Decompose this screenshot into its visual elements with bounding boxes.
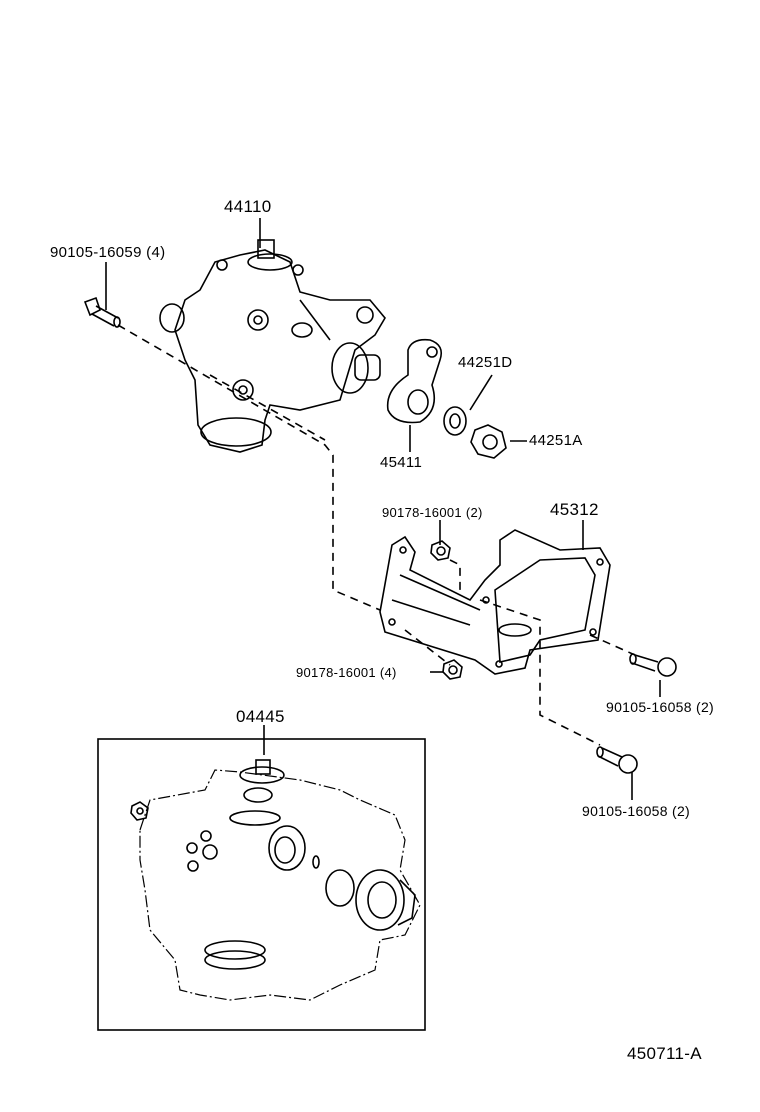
label-bracket-bolt-upper: 90105-16058 (2): [606, 699, 715, 715]
bracket-nut-lower: [442, 659, 463, 680]
steering-gear-assembly: [159, 239, 386, 453]
label-bracket: 45312: [550, 500, 599, 519]
leader-lines: [105, 218, 661, 800]
label-nut: 44251A: [529, 432, 583, 449]
label-gear-assembly: 44110: [224, 197, 272, 216]
label-bracket-nut-upper: 90178-16001 (2): [382, 505, 483, 520]
label-gear-bolt: 90105-16059 (4): [50, 244, 166, 261]
label-washer: 44251D: [458, 354, 513, 371]
label-bracket-bolt-lower: 90105-16058 (2): [582, 803, 691, 819]
figure-id: 450711-A: [627, 1044, 702, 1063]
gasket-kit-contents: [130, 759, 421, 1001]
label-pitman-arm: 45411: [380, 454, 423, 471]
bracket-nut-upper: [430, 540, 451, 561]
label-gasket-kit: 04445: [236, 707, 285, 726]
bracket-bolt-upper: [629, 653, 677, 677]
washer: [443, 406, 467, 436]
steering-bracket: [379, 529, 611, 675]
label-bracket-nut-lower: 90178-16001 (4): [296, 665, 397, 680]
bracket-bolt-lower: [596, 746, 638, 774]
pitman-arm: [386, 338, 443, 424]
nut: [470, 424, 507, 459]
gear-bolt: [83, 296, 121, 328]
assembly-dashed-lines: [117, 324, 636, 746]
gasket-kit-box: [97, 738, 426, 1031]
